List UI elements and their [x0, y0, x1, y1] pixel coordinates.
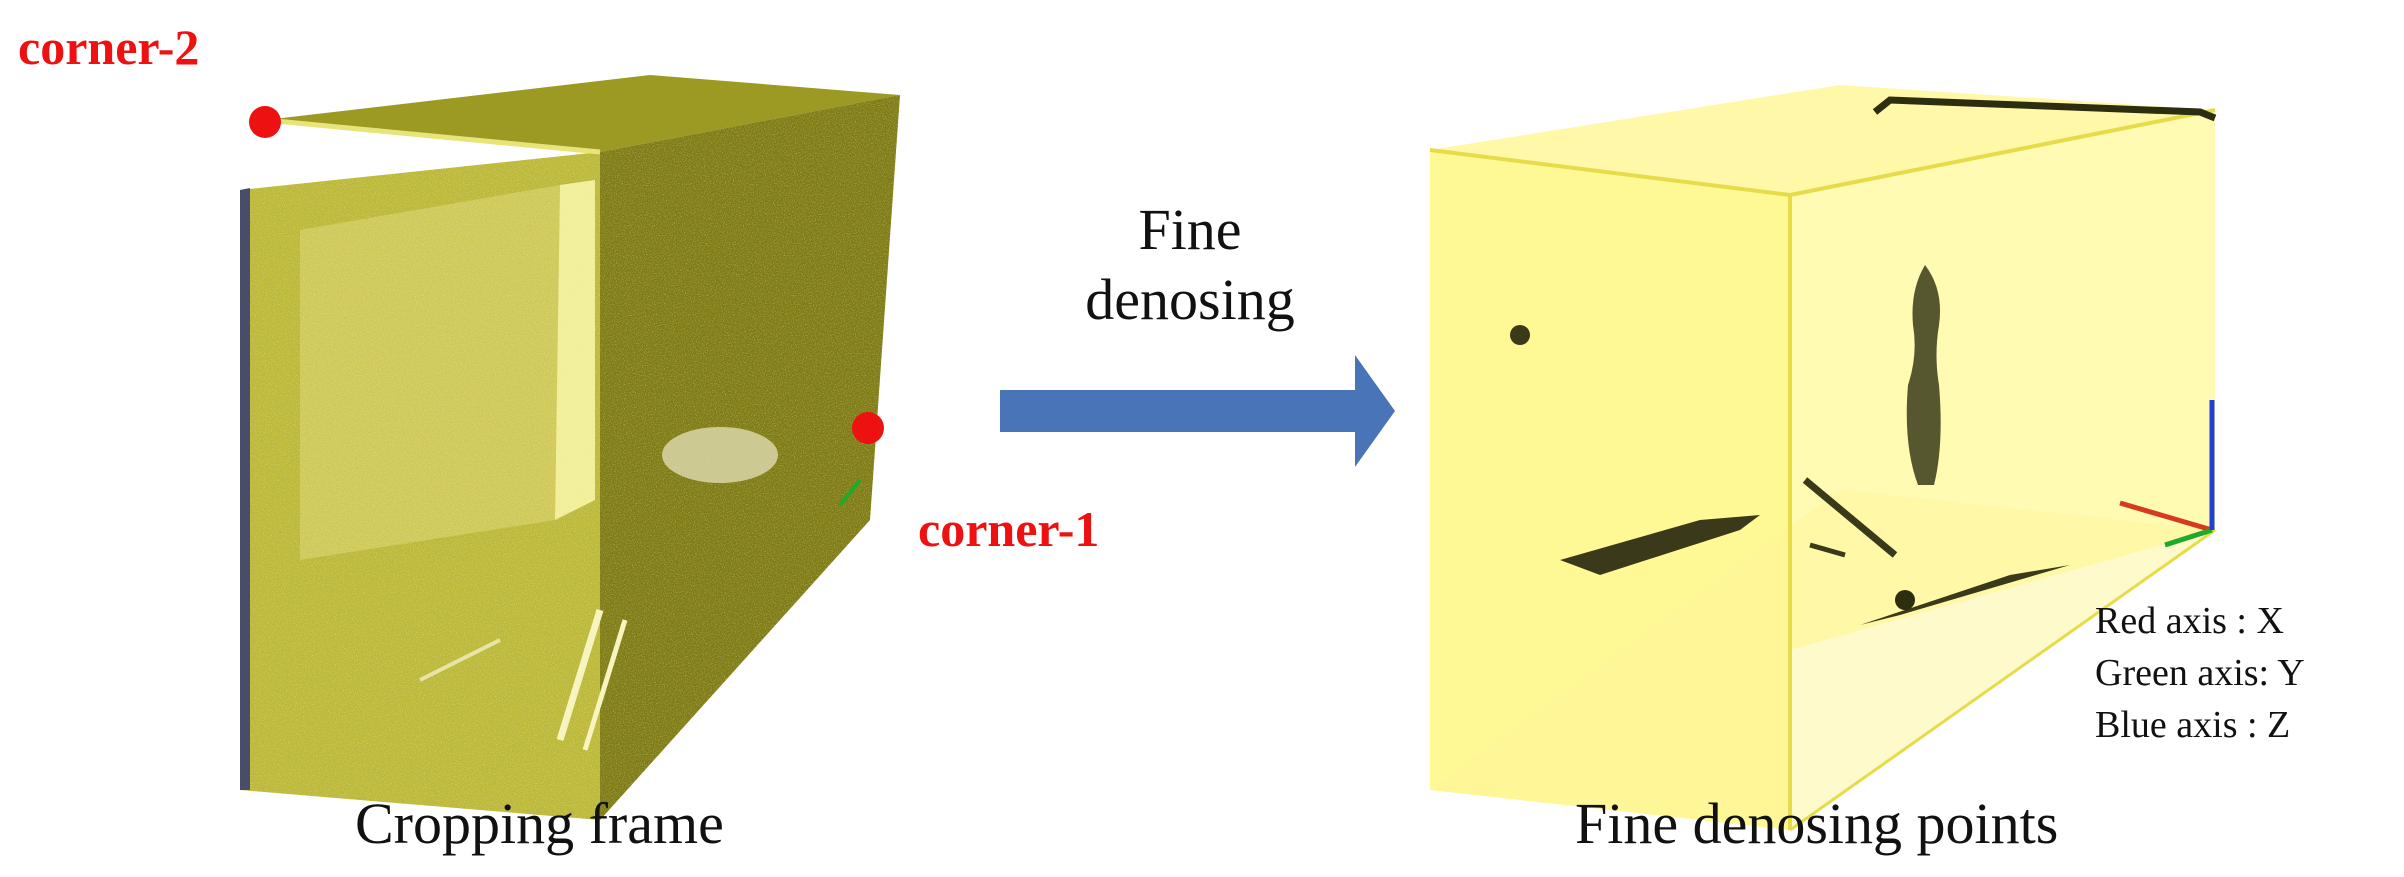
corner-1-marker	[852, 412, 884, 444]
axis-y-green	[2164, 527, 2213, 548]
floor-disc	[662, 427, 778, 483]
box-edge-strip	[240, 188, 250, 790]
box-texture	[240, 95, 900, 820]
corner-1-label: corner-1	[918, 501, 1100, 557]
box2-floor-edge	[1789, 528, 2216, 832]
corner-2-marker	[249, 106, 281, 138]
arrow-label-line-2: denosing	[1085, 267, 1295, 332]
axis-legend: Red axis : X Green axis: Y Blue axis : Z	[2095, 595, 2305, 751]
floor-ball	[1895, 590, 1915, 610]
arrow-label: Fine denosing	[1040, 195, 1340, 335]
floor-streak-b	[582, 619, 628, 751]
fine-denoising-box	[1429, 85, 2217, 832]
cropping-frame-box	[240, 75, 900, 820]
floor-object-a	[1560, 515, 1760, 575]
arrow-label-line-1: Fine	[1138, 197, 1242, 262]
corner-2-label: corner-2	[18, 19, 200, 75]
wall-dot	[1510, 325, 1530, 345]
floor-streak-c	[419, 638, 501, 682]
box2-top-face	[1430, 85, 2215, 195]
caption-fine-denoising-points: Fine denosing points	[1575, 791, 2059, 856]
person-figure	[1906, 265, 1941, 485]
caption-cropping-frame: Cropping frame	[355, 791, 724, 856]
floor-object-d	[1860, 565, 2070, 625]
transition-arrow	[1000, 355, 1395, 467]
axis-x-red	[2119, 500, 2213, 533]
left-axis-green	[838, 478, 862, 507]
floor-streak-a	[556, 608, 604, 742]
box-rim	[264, 117, 601, 155]
ceiling-pipe	[1872, 96, 2217, 122]
legend-blue-axis: Blue axis : Z	[2095, 704, 2291, 746]
legend-red-axis: Red axis : X	[2095, 600, 2284, 642]
legend-green-axis: Green axis: Y	[2095, 652, 2305, 694]
floor-object-c	[1809, 542, 1846, 558]
floor-object-b	[1802, 477, 1898, 558]
